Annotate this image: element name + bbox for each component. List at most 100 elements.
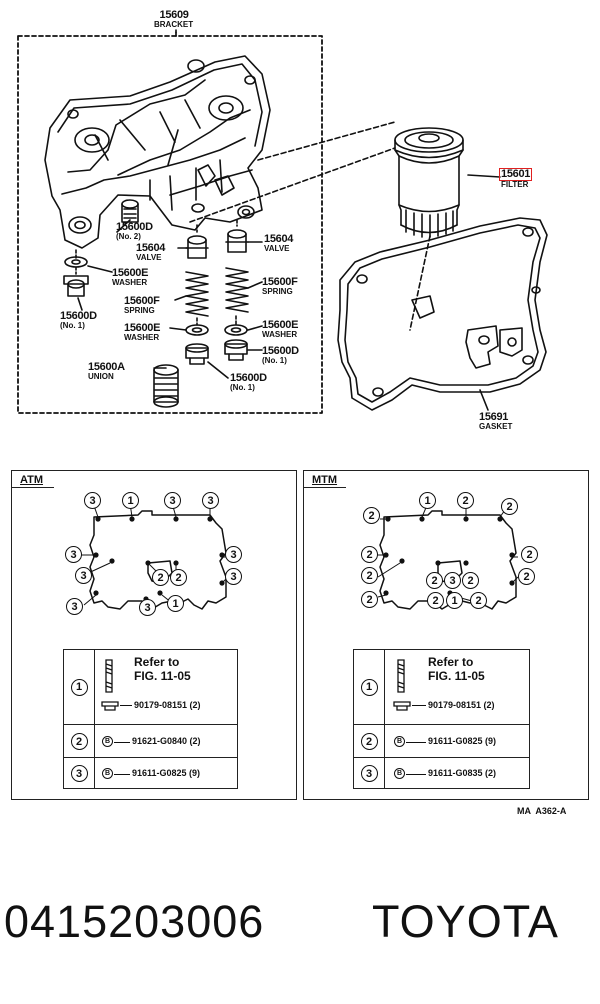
spring-right-name: SPRING	[262, 287, 293, 296]
atm-title-underline-rule	[12, 487, 54, 488]
nut-icon	[393, 701, 411, 711]
valve-right-number: 15604	[264, 233, 294, 245]
atm-legend: 1 Refer to FIG. 11-05 90179-08151 (2) 2 …	[63, 649, 238, 789]
mtm-marker: 2	[457, 492, 474, 509]
washer-mid-left-number: 15600E	[124, 322, 161, 334]
atm-marker: 3	[75, 567, 92, 584]
mtm-marker: 2	[521, 546, 538, 563]
label-union: 15600A UNION	[88, 362, 125, 381]
mtm-marker: 2	[462, 572, 479, 589]
mtm-marker: 2	[470, 592, 487, 609]
atm-title: ATM	[20, 474, 44, 486]
gasket-number: 15691	[479, 411, 509, 423]
footer-brand: TOYOTA	[372, 896, 559, 947]
mtm-marker: 2	[501, 498, 518, 515]
bolt-b-icon: B	[394, 736, 405, 747]
atm-marker: 2	[170, 569, 187, 586]
atm-legend-part-3: 91611-G0825 (9)	[132, 768, 201, 778]
atm-marker: 3	[164, 492, 181, 509]
gasket-name: GASKET	[479, 422, 513, 431]
mtm-markers: 2 1 2 2 2 2 2 2 3 2 2 2 2 1 2	[304, 471, 590, 641]
atm-legend-row-3: 3 B 91611-G0825 (9)	[64, 757, 237, 789]
figure-code: MA A362-A	[517, 806, 567, 816]
mtm-legend-part-2: 91611-G0825 (9)	[428, 736, 497, 746]
atm-legend-row-1: 1 Refer to FIG. 11-05 90179-08151 (2)	[64, 650, 237, 724]
mtm-marker: 2	[518, 568, 535, 585]
washer-mid-right-name: WASHER	[262, 330, 298, 339]
label-plug-no2: 15600D (No. 2)	[116, 222, 153, 241]
mtm-title-underline-rule	[304, 487, 346, 488]
mtm-legend-num-3: 3	[360, 765, 378, 782]
union-number: 15600A	[88, 361, 125, 373]
washer-mid-right-number: 15600E	[262, 319, 299, 331]
mtm-marker: 2	[363, 507, 380, 524]
valve-right-name: VALVE	[264, 244, 290, 253]
mtm-marker: 2	[361, 567, 378, 584]
bolt-b-icon: B	[394, 768, 405, 779]
stud-bolt-icon	[397, 659, 405, 693]
mtm-panel: MTM 2 1 2 2 2 2 2 2 3 2 2	[303, 470, 589, 800]
bolt-b-icon: B	[102, 736, 113, 747]
plug-bottom-note: (No. 1)	[230, 383, 255, 392]
atm-marker: 3	[202, 492, 219, 509]
atm-marker: 3	[84, 492, 101, 509]
mtm-legend-fig: FIG. 11-05	[428, 669, 485, 683]
atm-marker: 2	[152, 569, 169, 586]
washer-left-top-name: WASHER	[112, 278, 148, 287]
label-filter: 15601 FILTER	[499, 168, 533, 189]
mtm-marker: 2	[427, 592, 444, 609]
label-spring-left: 15600F SPRING	[124, 296, 160, 315]
atm-legend-num-3: 3	[70, 765, 88, 782]
atm-marker: 3	[65, 546, 82, 563]
atm-marker: 1	[167, 595, 184, 612]
atm-legend-row-2: 2 B 91621-G0840 (2)	[64, 724, 237, 758]
atm-legend-refer: Refer to	[134, 655, 180, 669]
atm-legend-num-2: 2	[70, 733, 88, 750]
mtm-marker: 3	[444, 572, 461, 589]
union-name: UNION	[88, 372, 114, 381]
plug-bottom-number: 15600D	[230, 372, 267, 384]
plug-left-note: (No. 1)	[60, 321, 85, 330]
mtm-legend-part-3: 91611-G0835 (2)	[428, 768, 497, 778]
atm-panel: ATM 3 1 3 3 3 3 3 2 2 3	[11, 470, 297, 800]
atm-marker: 3	[66, 598, 83, 615]
mtm-legend-part-1: 90179-08151 (2)	[428, 700, 495, 710]
filter-number[interactable]: 15601	[499, 168, 533, 181]
footer-part-number[interactable]: 0415203006	[4, 896, 265, 947]
bracket-name: BRACKET	[154, 20, 194, 29]
plug-no2-number: 15600D	[116, 221, 153, 233]
atm-legend-num-1: 1	[70, 678, 88, 696]
nut-icon	[101, 701, 119, 711]
label-washer-mid-left: 15600E WASHER	[124, 323, 160, 342]
mtm-legend-num-2: 2	[360, 733, 378, 750]
exploded-diagram: 15609 BRACKET 15601 FILTER 15691 GASKET …	[0, 0, 600, 440]
mtm-legend-row-2: 2 B 91611-G0825 (9)	[354, 724, 529, 758]
mtm-marker: 2	[426, 572, 443, 589]
bolt-b-icon: B	[102, 768, 113, 779]
mtm-title: MTM	[312, 474, 338, 486]
spring-left-number: 15600F	[124, 295, 160, 307]
valve-left-number: 15604	[136, 242, 166, 254]
bracket-number: 15609	[159, 9, 189, 21]
label-valve-right: 15604 VALVE	[264, 234, 293, 253]
atm-markers: 3 1 3 3 3 3 3 2 2 3 3 3 1	[12, 471, 298, 641]
mtm-marker: 1	[419, 492, 436, 509]
atm-legend-part-2: 91621-G0840 (2)	[132, 736, 201, 746]
mtm-marker: 2	[361, 546, 378, 563]
atm-marker: 3	[225, 568, 242, 585]
spring-left-name: SPRING	[124, 306, 155, 315]
atm-marker: 3	[139, 599, 156, 616]
diagram-artwork	[17, 29, 548, 414]
mtm-legend-row-1: 1 Refer to FIG. 11-05 90179-08151 (2)	[354, 650, 529, 724]
label-washer-left-top: 15600E WASHER	[112, 268, 148, 287]
valve-left-name: VALVE	[136, 253, 162, 262]
label-gasket: 15691 GASKET	[479, 412, 512, 431]
washer-mid-left-name: WASHER	[124, 333, 160, 342]
label-plug-bottom: 15600D (No. 1)	[230, 373, 267, 392]
mtm-legend-num-1: 1	[360, 678, 378, 696]
plug-right-note: (No. 1)	[262, 356, 287, 365]
mtm-legend-refer: Refer to	[428, 655, 474, 669]
plug-no2-note: (No. 2)	[116, 232, 141, 241]
filter-name: FILTER	[501, 180, 529, 189]
label-bracket: 15609 BRACKET	[154, 9, 194, 29]
